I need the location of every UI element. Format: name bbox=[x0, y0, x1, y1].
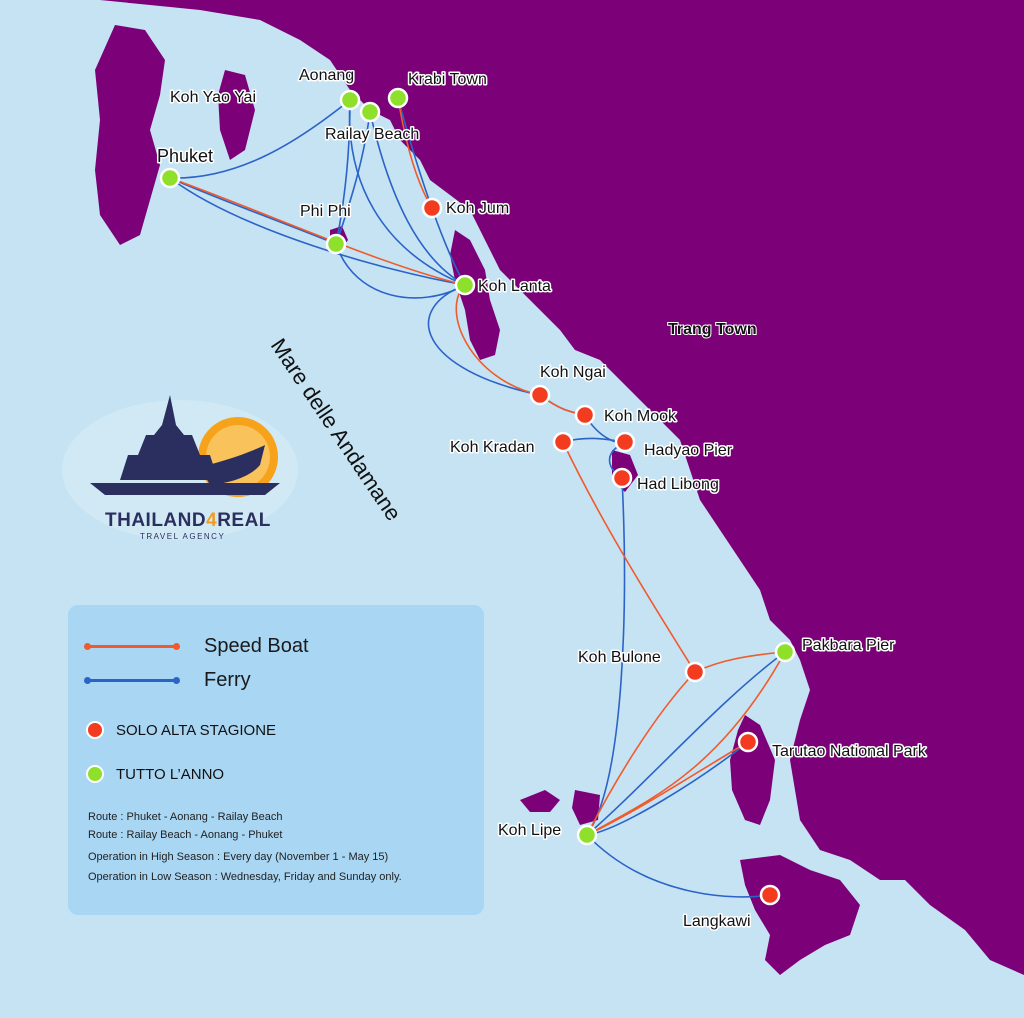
marker-pakbara[interactable] bbox=[774, 641, 796, 663]
phuket-island bbox=[95, 25, 165, 245]
label-lipe: Koh Lipe bbox=[498, 822, 561, 839]
label-pakbara: Pakbara Pier bbox=[802, 637, 895, 654]
location-labels: Aonang Krabi Town Railay Beach Koh Yao Y… bbox=[156, 66, 929, 932]
marker-lipe[interactable] bbox=[576, 824, 598, 846]
label-mook: Koh Mook bbox=[604, 408, 677, 425]
marker-mook[interactable] bbox=[574, 404, 596, 426]
ferry-line-swatch bbox=[84, 677, 180, 684]
legend-panel: Speed Boat Ferry SOLO ALTA STAGIONE TUTT… bbox=[68, 605, 484, 915]
marker-kohjum[interactable] bbox=[421, 197, 443, 219]
brand-end: REAL bbox=[217, 510, 271, 531]
marker-langkawi[interactable] bbox=[759, 884, 781, 906]
label-bulone: Koh Bulone bbox=[578, 649, 661, 666]
marker-ngai[interactable] bbox=[529, 384, 551, 406]
marker-railay[interactable] bbox=[359, 101, 381, 123]
brand-tagline: TRAVEL AGENCY bbox=[140, 532, 226, 541]
temple-sunset-logo bbox=[62, 395, 298, 540]
tarutao-island bbox=[730, 715, 775, 825]
koh-yao-yai-island bbox=[218, 70, 255, 160]
legend-note: Operation in Low Season : Wednesday, Fri… bbox=[88, 871, 402, 883]
all-year-dot-swatch bbox=[86, 765, 104, 783]
legend-note: Operation in High Season : Every day (No… bbox=[88, 851, 389, 863]
brand-main: THAILAND bbox=[105, 510, 207, 531]
legend-all-year: TUTTO L’ANNO bbox=[86, 765, 224, 783]
koh-lanta-island bbox=[450, 230, 500, 360]
trang-town-label: Trang Town bbox=[668, 321, 757, 338]
legend-speed-boat: Speed Boat bbox=[84, 635, 309, 658]
legend-high-season-label: SOLO ALTA STAGIONE bbox=[116, 721, 277, 739]
marker-kradan[interactable] bbox=[552, 431, 574, 453]
speed-boat-routes bbox=[169, 97, 786, 836]
label-kohjum: Koh Jum bbox=[446, 200, 509, 217]
marker-phiphi[interactable] bbox=[325, 233, 347, 255]
legend-high-season: SOLO ALTA STAGIONE bbox=[86, 721, 276, 739]
label-lanta: Koh Lanta bbox=[478, 278, 551, 295]
marker-tarutao[interactable] bbox=[737, 731, 759, 753]
lipe-islands bbox=[520, 790, 600, 825]
marker-aonang[interactable] bbox=[339, 89, 361, 111]
legend-note: Route : Phuket - Aonang - Railay Beach bbox=[88, 811, 283, 823]
label-phiphi: Phi Phi bbox=[300, 203, 351, 220]
markers bbox=[159, 87, 796, 906]
marker-libong[interactable] bbox=[611, 467, 633, 489]
legend-ferry-label: Ferry bbox=[204, 669, 251, 691]
legend-speed-boat-label: Speed Boat bbox=[204, 635, 309, 657]
label-libong: Had Libong bbox=[637, 476, 719, 493]
marker-krabi[interactable] bbox=[387, 87, 409, 109]
brand-logo-text: THAILAND4REAL bbox=[105, 510, 271, 532]
marker-lanta[interactable] bbox=[454, 274, 476, 296]
high-season-dot-swatch bbox=[86, 721, 104, 739]
speed-boat-line-swatch bbox=[84, 643, 180, 650]
marker-phuket[interactable] bbox=[159, 167, 181, 189]
legend-note: Route : Railay Beach - Aonang - Phuket bbox=[88, 829, 283, 841]
label-krabi: Krabi Town bbox=[408, 71, 487, 88]
legend-all-year-label: TUTTO L’ANNO bbox=[116, 765, 225, 783]
legend-ferry: Ferry bbox=[84, 669, 251, 692]
label-kradan: Koh Kradan bbox=[450, 439, 535, 456]
label-hadyao: Hadyao Pier bbox=[644, 442, 733, 459]
label-yaoyai: Koh Yao Yai bbox=[170, 89, 256, 106]
marker-hadyao[interactable] bbox=[614, 431, 636, 453]
label-ngai: Koh Ngai bbox=[540, 364, 606, 381]
label-tarutao: Tarutao National Park bbox=[772, 743, 927, 760]
mainland bbox=[100, 0, 1024, 975]
marker-bulone[interactable] bbox=[684, 661, 706, 683]
label-railay: Railay Beach bbox=[325, 126, 419, 143]
label-phuket: Phuket bbox=[157, 146, 213, 166]
label-langkawi: Langkawi bbox=[683, 913, 751, 930]
brand-number: 4 bbox=[206, 510, 218, 531]
label-aonang: Aonang bbox=[299, 67, 354, 84]
langkawi-island bbox=[740, 855, 860, 975]
